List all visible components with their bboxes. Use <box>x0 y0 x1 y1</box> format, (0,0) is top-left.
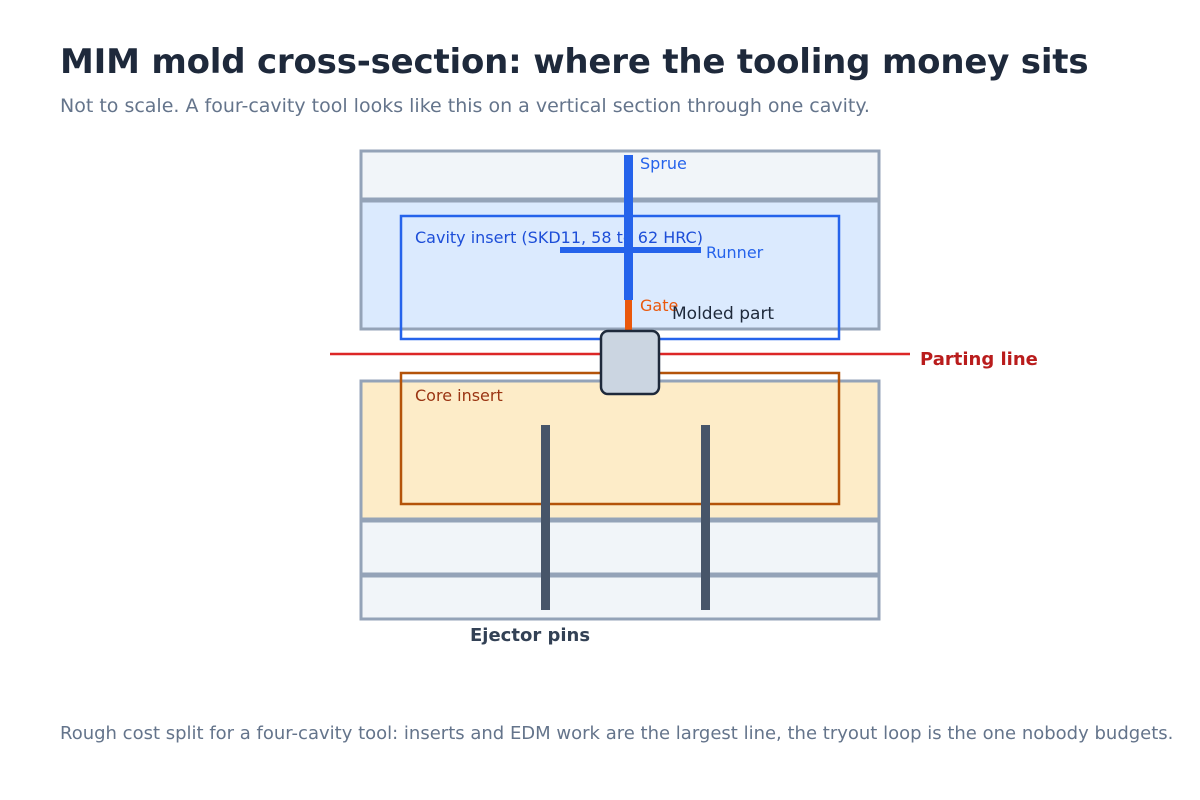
runner-label: Runner <box>706 243 764 262</box>
sprue <box>624 155 633 300</box>
parting-line-label: Parting line <box>920 349 1038 370</box>
runner <box>560 247 701 253</box>
ejector-plate <box>359 574 881 621</box>
cavity-insert-label: Cavity insert (SKD11, 58 to 62 HRC) <box>415 228 703 247</box>
sprue-label: Sprue <box>640 154 687 173</box>
page-subtitle: Not to scale. A four-cavity tool looks l… <box>60 95 870 117</box>
ejector-retainer-plate <box>359 519 881 576</box>
ejector-pins-label: Ejector pins <box>470 625 590 646</box>
core-insert-label: Core insert <box>415 386 503 405</box>
diagram-caption: Rough cost split for a four-cavity tool:… <box>60 723 1174 744</box>
page-title: MIM mold cross-section: where the toolin… <box>60 42 1089 82</box>
molded-part <box>599 329 661 396</box>
ejector-pin-left <box>541 425 550 610</box>
gate <box>625 300 632 332</box>
ejector-pin-right <box>701 425 710 610</box>
cavity-plate <box>359 199 881 331</box>
molded-part-label: Molded part <box>672 304 774 324</box>
top-clamp-plate <box>359 149 881 201</box>
core-plate <box>359 379 881 521</box>
gate-label: Gate <box>640 296 678 315</box>
